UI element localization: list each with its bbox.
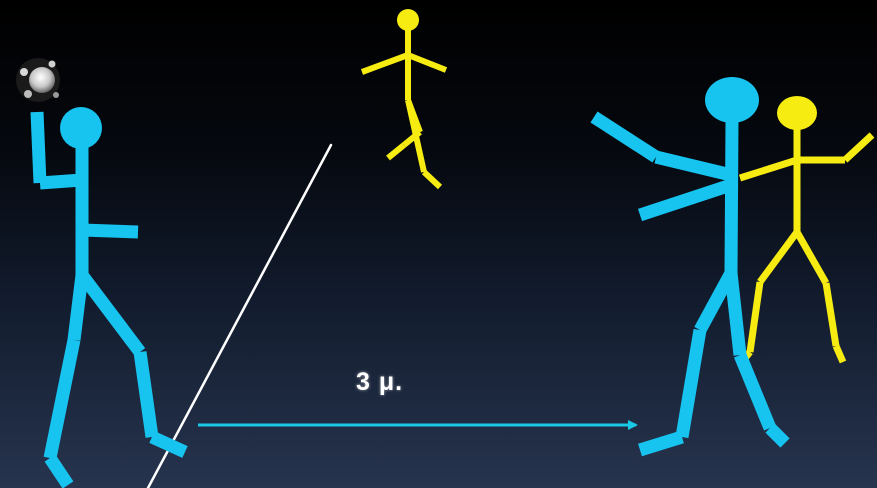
distance-label: 3 μ. <box>356 368 403 397</box>
ball-icon <box>16 58 60 102</box>
thrower-player-figure <box>37 107 185 485</box>
diagonal-line <box>148 145 331 488</box>
jumping-opponent-figure <box>362 9 446 187</box>
defending-opponent-figure <box>740 96 872 362</box>
receiving-player-figure <box>594 77 785 450</box>
